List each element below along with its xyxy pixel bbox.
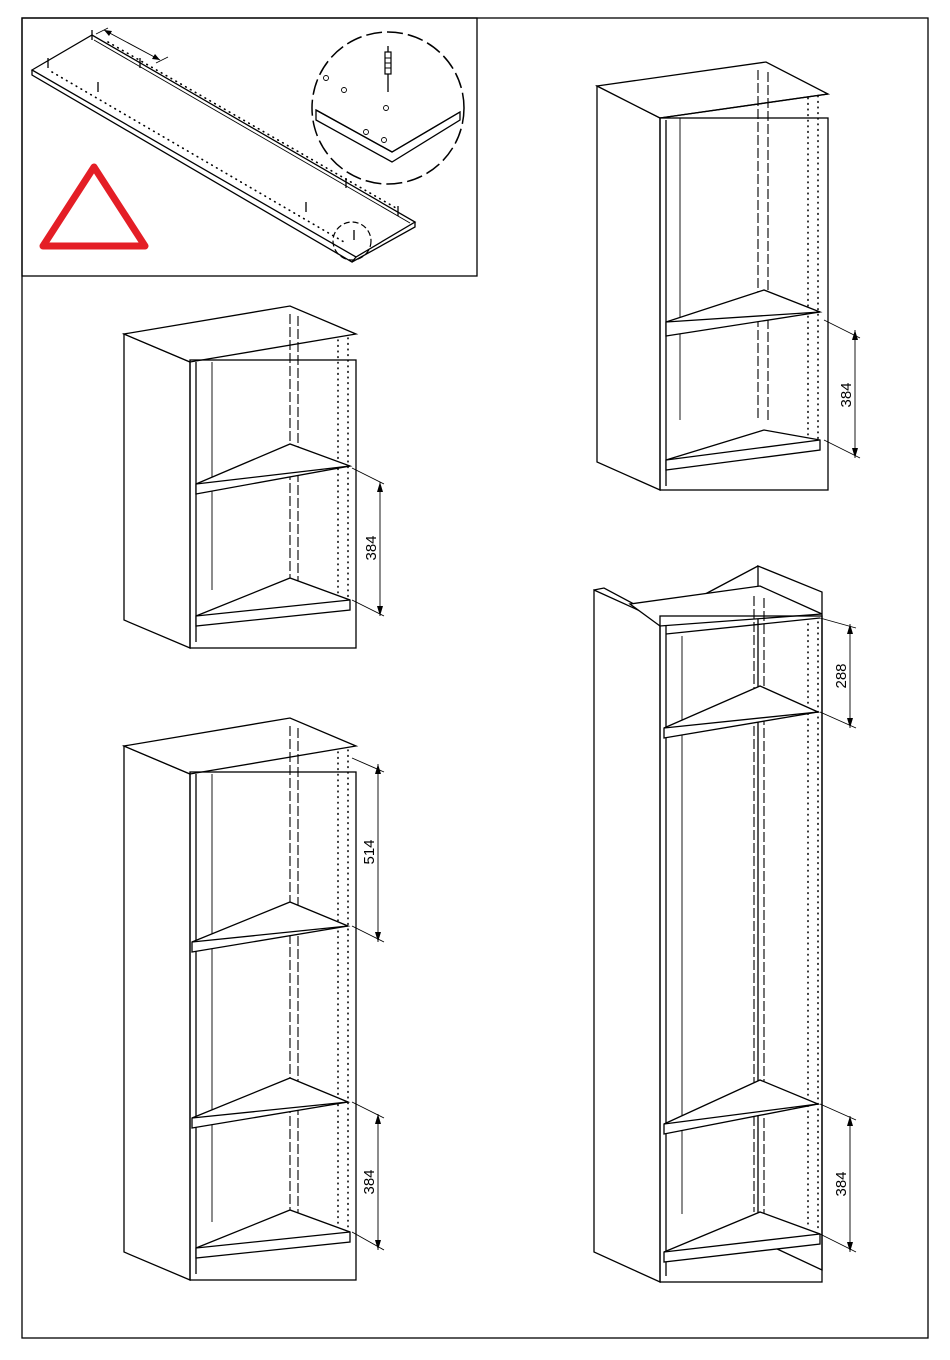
dimension-line: 384: [820, 1104, 856, 1252]
dimension-line: 384: [352, 1102, 384, 1250]
shelf: [192, 1078, 348, 1128]
cabinet-bottom-right: 288 384: [594, 566, 856, 1282]
dimension-line: 514: [352, 758, 384, 942]
dimension-line: 288: [820, 618, 856, 728]
dimension-label: 384: [361, 1169, 378, 1194]
dimension-line: 384: [352, 468, 384, 616]
dimension-label: 384: [838, 382, 855, 407]
cabinet-middle-left: 384: [124, 306, 384, 648]
shelf: [192, 902, 348, 952]
cabinet-bottom-left: 514 384: [124, 718, 384, 1280]
zoom-detail: [312, 32, 464, 184]
dimension-label: 514: [361, 839, 378, 864]
dimension-label: 384: [363, 535, 380, 560]
dimension-line: 384: [824, 320, 860, 458]
warning-triangle-icon: [43, 167, 145, 246]
dimension-label: 288: [833, 663, 850, 688]
cabinet-top-right: 384: [597, 62, 860, 490]
inset-panel: [22, 18, 477, 276]
dimension-label: 384: [833, 1171, 850, 1196]
